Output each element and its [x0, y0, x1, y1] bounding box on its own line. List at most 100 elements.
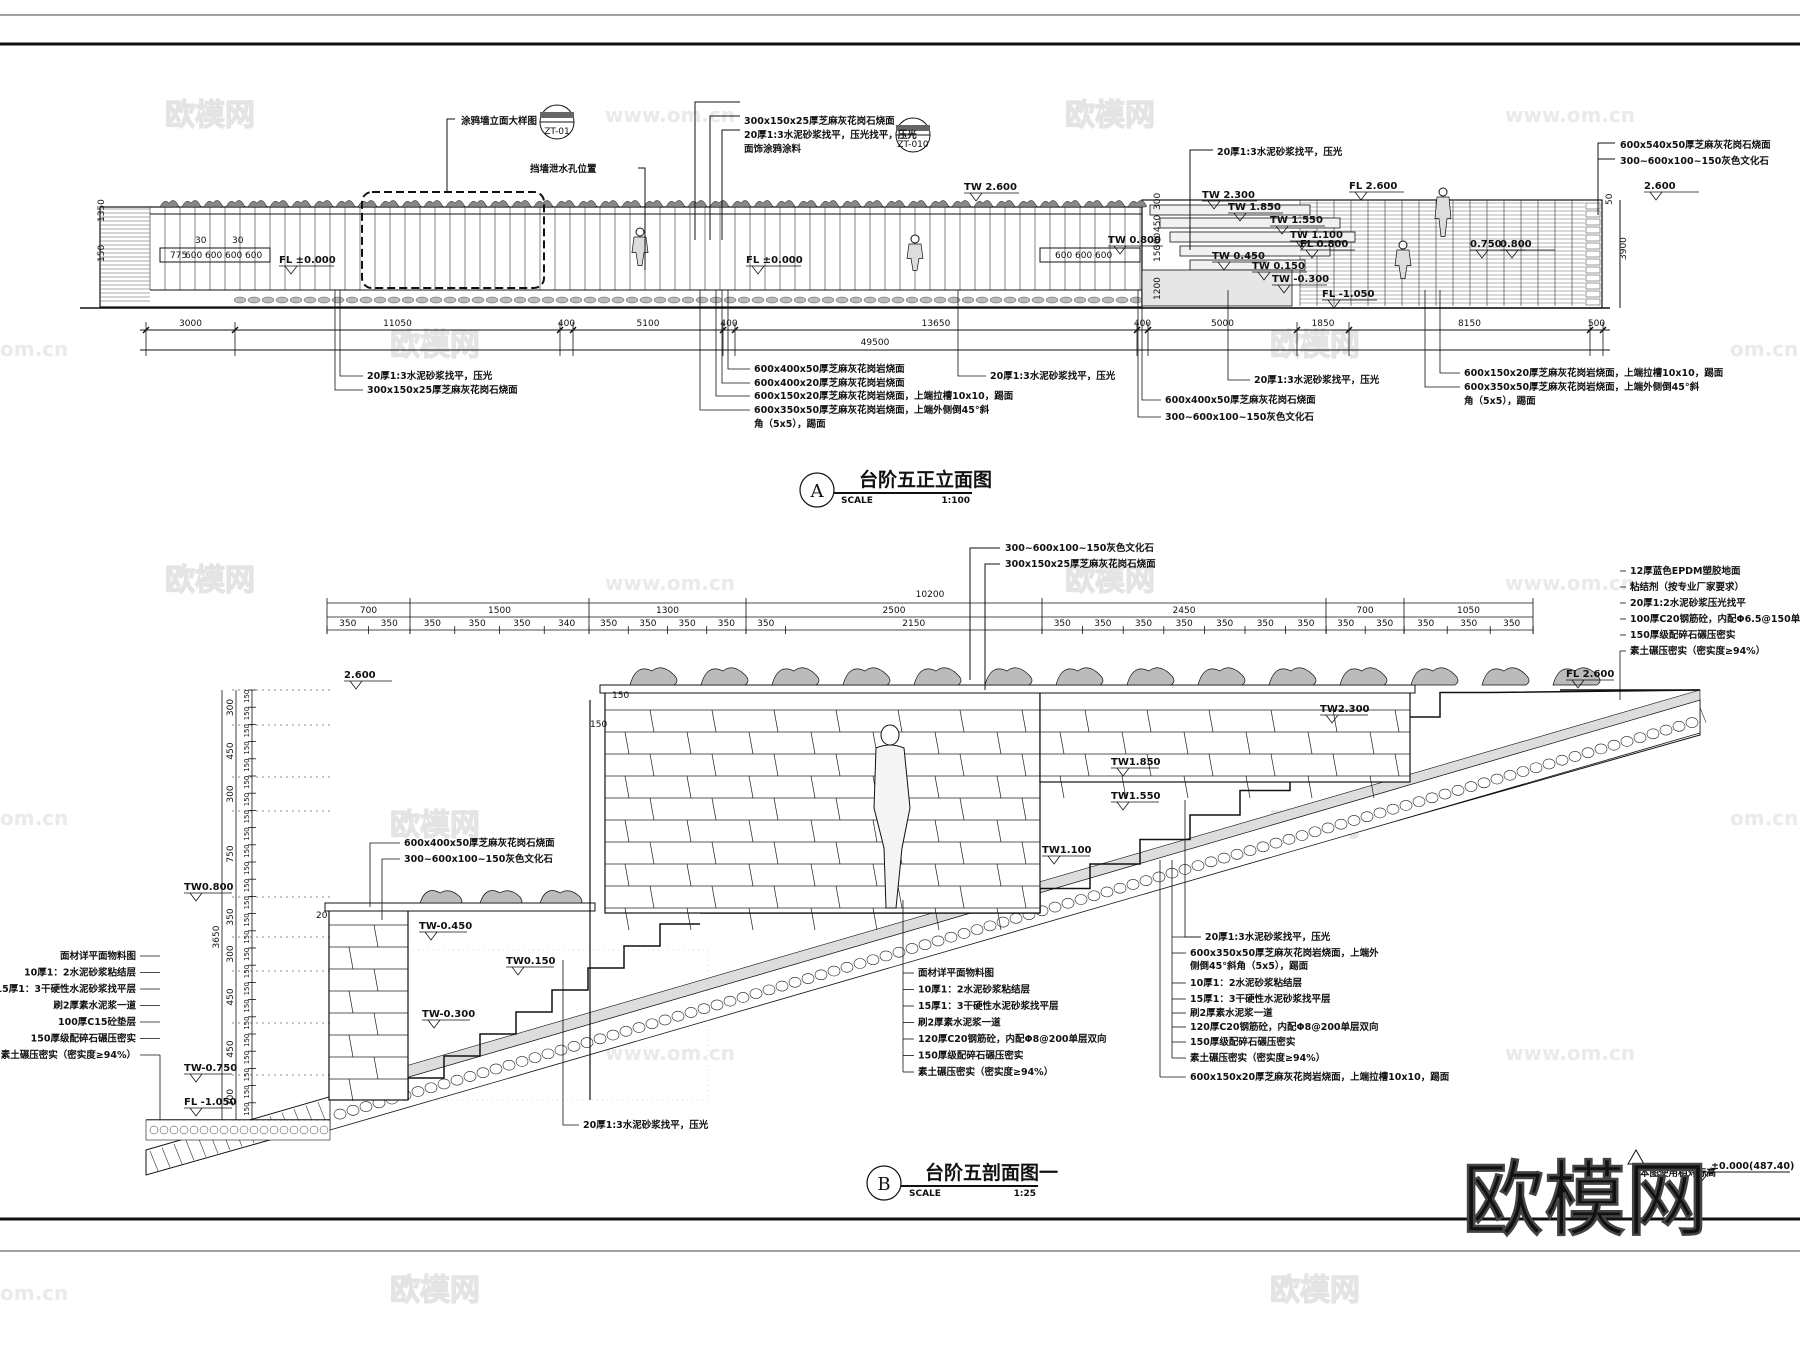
level-label: TW0.150 [506, 956, 556, 967]
view-title: 台阶五正立面图 [859, 468, 992, 491]
level-label: TW-0.300 [422, 1009, 475, 1020]
vertical-dimension: 300 [226, 699, 236, 716]
dimension-label: 350 [600, 619, 617, 629]
watermark-url: om.cn [1730, 337, 1798, 361]
watermark-url: om.cn [0, 1281, 68, 1305]
shrub-icon [335, 200, 355, 208]
dimension-label: 8150 [1458, 319, 1481, 329]
material-note: 300~600x100~150灰色文化石 [404, 853, 553, 865]
level-marker-icon [751, 265, 765, 275]
dimension-label: 150 [590, 720, 607, 730]
material-note: 角（5x5），踢面 [1464, 395, 1536, 407]
dimension-label: 2500 [883, 606, 906, 616]
watermark-logo: 欧模网 [165, 563, 255, 598]
shrub-icon [1339, 667, 1388, 686]
shrub-icon [885, 200, 905, 208]
note: 300~600x100~150灰色文化石 [1620, 155, 1769, 167]
shrub-icon [401, 200, 421, 208]
material-note: 600x400x50厚芝麻灰花岗石烧面 [1165, 394, 1316, 406]
level-label: TW 0.150 [1252, 261, 1305, 272]
watermark-url: om.cn [0, 806, 68, 830]
level-label: FL ±0.000 [746, 255, 803, 266]
level-marker-icon [1207, 200, 1221, 210]
material-note: 150厚级配碎石碾压密实 [1190, 1036, 1296, 1048]
material-note: 600x400x50厚芝麻灰花岗石烧面 [404, 837, 555, 849]
height-dimension: 50 [1605, 193, 1615, 205]
dimension-label: 350 [679, 619, 696, 629]
svg-text:ZT-01: ZT-01 [544, 127, 570, 137]
shrub-icon [797, 200, 817, 208]
material-note: 600x150x20厚芝麻灰花岗岩烧面，上端拉槽10x10，踢面 [1190, 1071, 1450, 1083]
shrub-icon [929, 200, 949, 208]
shrub-icon [1017, 200, 1037, 208]
vertical-dimension: 450 [226, 1040, 236, 1057]
material-note: 100厚C15砼垫层 [58, 1016, 137, 1028]
vertical-sub-dimension: 150 [243, 827, 251, 840]
shrub-icon [951, 200, 971, 208]
level-marker-icon [1116, 801, 1130, 811]
shrub-icon [1061, 200, 1081, 208]
dimension-label: 1850 [1312, 319, 1335, 329]
stair-tread [1169, 231, 1356, 243]
vertical-sub-dimension: 150 [243, 776, 251, 789]
watermark-logo: 欧模网 [165, 98, 255, 133]
note: 300x150x25厚芝麻灰花岗石烧面 [744, 115, 895, 127]
shrub-icon [247, 200, 267, 208]
dimension-label: 350 [1257, 619, 1274, 629]
vertical-sub-dimension: 150 [243, 1051, 251, 1064]
level-label: TW1.850 [1111, 757, 1161, 768]
upper-stair [1039, 689, 1701, 913]
total-dimension: 49500 [861, 338, 890, 348]
shrub-icon [973, 200, 993, 208]
dimension-label: 20 [316, 911, 328, 921]
material-note: 15厚1：3干硬性水泥砂浆找平层 [918, 1000, 1059, 1012]
level-marker-icon [189, 1107, 203, 1117]
shrub-icon [1126, 667, 1175, 686]
watermarks: 欧模网欧模网欧模网欧模网欧模网欧模网欧模网欧模网欧模网欧模网www.om.cnw… [0, 97, 1798, 1308]
watermark-logo: 欧模网 [390, 1273, 480, 1308]
watermark-url: www.om.cn [605, 103, 735, 127]
material-note: 素土碾压密实（密实度≥94%） [917, 1066, 1053, 1078]
level-label: FL -1.050 [184, 1097, 237, 1108]
person-figure-icon [880, 724, 900, 746]
shrub-icon [907, 200, 927, 208]
section-vertical-dimensions: 3650300450300750350300450450300150150150… [212, 689, 330, 1121]
level-label: TW 0.450 [1212, 251, 1265, 262]
elevation-title-block: A 台阶五正立面图 SCALE 1:100 [799, 468, 992, 508]
lower-stair [407, 923, 700, 1100]
stair-landing [1141, 269, 1293, 307]
height-dimension: 3900 [1619, 237, 1629, 260]
shrub-icon [841, 200, 861, 208]
shrub-icon [753, 200, 773, 208]
vertical-sub-dimension: 150 [243, 690, 251, 703]
shrub-icon [159, 200, 179, 208]
total-dimension: 10200 [916, 590, 945, 600]
vertical-sub-dimension: 150 [243, 844, 251, 857]
note-graffiti-detail: 涂鸦墙立面大样图 [461, 115, 537, 127]
material-note: 面材详平面物料图 [60, 950, 136, 962]
dimension-label: 5000 [1211, 319, 1234, 329]
vertical-dimension: 300 [226, 945, 236, 962]
shrub-icon [313, 200, 333, 208]
material-note: 粘结剂（按专业厂家要求） [1629, 581, 1744, 593]
watermark-logo: 欧模网 [1065, 563, 1155, 598]
level-marker-icon [1354, 191, 1368, 201]
material-note: 150厚级配碎石碾压密实 [1630, 629, 1736, 641]
shrub-icon [842, 667, 891, 686]
stair-tread [1149, 204, 1311, 216]
shrub-icon [709, 200, 729, 208]
wall-dimension: 30 [232, 236, 244, 246]
material-note: 素土碾压密实（密实度≥94%） [1189, 1052, 1325, 1064]
shrub-icon [665, 200, 685, 208]
level-marker-icon [511, 966, 525, 976]
material-note: 侧倒45°斜角（5x5），踢面 [1190, 960, 1309, 972]
level-label: FL -1.050 [1322, 289, 1375, 300]
vertical-sub-dimension: 150 [243, 1016, 251, 1029]
shrub-icon [1552, 667, 1601, 686]
dimension-label: 700 [1356, 606, 1373, 616]
watermark-logo: 欧模网 [390, 808, 480, 843]
vertical-sub-dimension: 150 [243, 793, 251, 806]
